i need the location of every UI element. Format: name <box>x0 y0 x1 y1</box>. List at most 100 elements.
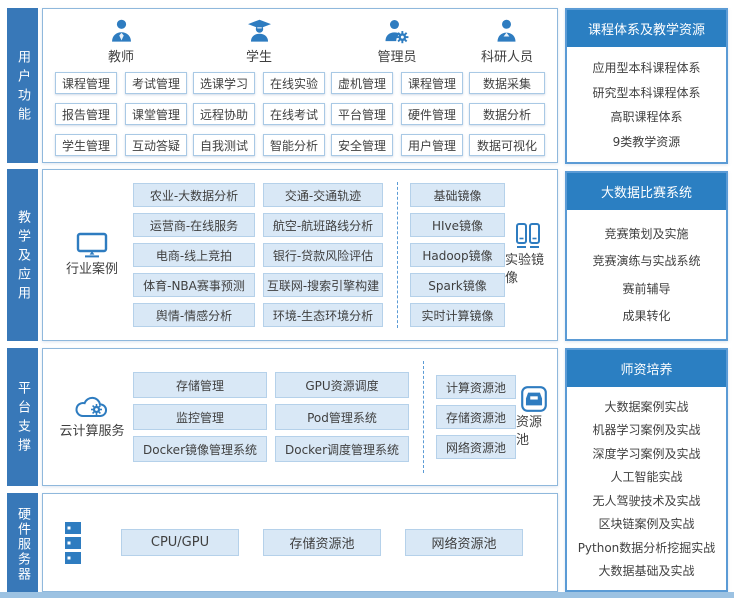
pool-button[interactable]: 计算资源池 <box>436 375 516 399</box>
user-group-label: 管理员 <box>377 50 417 65</box>
case-button[interactable]: 运营商-在线服务 <box>133 213 255 237</box>
service-button[interactable]: Docker镜像管理系统 <box>133 436 267 462</box>
section-user-functions: 用户功能 教师 课程管理 考试管理 报告管理 课堂管理 学生管理 互动答疑 <box>7 8 558 163</box>
feature-button[interactable]: 平台管理 <box>331 103 393 125</box>
user-group-label: 学生 <box>245 50 272 65</box>
feature-button[interactable]: 用户管理 <box>401 134 463 156</box>
panel-teacher-training: 师资培养 大数据案例实战 机器学习案例及实战 深度学习案例及实战 人工智能实战 … <box>565 348 728 592</box>
feature-button[interactable]: 选课学习 <box>193 72 255 94</box>
cloud-services-category: 云计算服务 <box>59 393 125 442</box>
image-button[interactable]: 实时计算镜像 <box>410 303 505 327</box>
case-button[interactable]: 电商-线上竞拍 <box>133 243 255 267</box>
panel-header: 课程体系及教学资源 <box>567 10 726 47</box>
panel-item: 研究型本科课程体系 <box>592 85 701 100</box>
cloud-gear-icon <box>73 393 111 423</box>
experiment-images-icon <box>513 222 543 252</box>
section-label-platform-support: 平台支撑 <box>7 348 38 486</box>
image-button[interactable]: Hadoop镜像 <box>410 243 505 267</box>
feature-button[interactable]: 考试管理 <box>125 72 187 94</box>
resource-pool-icon <box>519 384 549 414</box>
pool-button[interactable]: 网络资源池 <box>436 435 516 459</box>
feature-button[interactable]: 课程管理 <box>55 72 117 94</box>
hardware-servers-box: CPU/GPU 存储资源池 网络资源池 <box>42 493 558 592</box>
panel-header: 师资培养 <box>567 350 726 387</box>
feature-button[interactable]: 学生管理 <box>55 134 117 156</box>
panel-item: 竞赛演练与实战系统 <box>592 254 701 269</box>
feature-button[interactable]: 课堂管理 <box>125 103 187 125</box>
case-button[interactable]: 体育-NBA赛事预测 <box>133 273 255 297</box>
industry-cases-label: 行业案例 <box>65 261 118 277</box>
case-button[interactable]: 交通-交通轨迹 <box>263 183 383 207</box>
user-group-admin: 管理员 虚机管理 课程管理 平台管理 硬件管理 安全管理 用户管理 <box>331 18 463 162</box>
bottom-accent-bar <box>0 592 734 598</box>
section-label-user-functions: 用户功能 <box>7 8 38 163</box>
service-button[interactable]: GPU资源调度 <box>275 372 409 398</box>
service-button[interactable]: 监控管理 <box>133 404 267 430</box>
researcher-icon <box>493 18 520 45</box>
user-functions-box: 教师 课程管理 考试管理 报告管理 课堂管理 学生管理 互动答疑 学生 <box>42 8 558 163</box>
feature-button[interactable]: 硬件管理 <box>401 103 463 125</box>
resource-pool-label: 资源池 <box>516 414 543 448</box>
case-button[interactable]: 舆情-情感分析 <box>133 303 255 327</box>
monitor-icon <box>75 231 109 261</box>
panel-item: 深度学习案例及实战 <box>592 446 701 461</box>
industry-cases-category: 行业案例 <box>59 231 125 280</box>
section-label-hardware-servers: 硬件服务器 <box>7 493 38 592</box>
case-button[interactable]: 银行-贷款风险评估 <box>263 243 383 267</box>
service-button[interactable]: 存储管理 <box>133 372 267 398</box>
feature-button[interactable]: 数据可视化 <box>469 134 545 156</box>
feature-button[interactable]: 远程协助 <box>193 103 255 125</box>
image-button[interactable]: HIve镜像 <box>410 213 505 237</box>
case-button[interactable]: 互联网-搜索引擎构建 <box>263 273 383 297</box>
feature-button[interactable]: 自我测试 <box>193 134 255 156</box>
panel-item: 无人驾驶技术及实战 <box>592 493 701 508</box>
user-group-student: 学生 选课学习 在线实验 远程协助 在线考试 自我测试 智能分析 <box>193 18 325 162</box>
hardware-button[interactable]: 网络资源池 <box>405 529 523 556</box>
teacher-icon <box>108 18 135 45</box>
panel-item: 大数据基础及实战 <box>598 564 695 579</box>
panel-course-system: 课程体系及教学资源 应用型本科课程体系 研究型本科课程体系 高职课程体系 9类教… <box>565 8 728 164</box>
pool-button[interactable]: 存储资源池 <box>436 405 516 429</box>
panel-competition-system: 大数据比赛系统 竞赛策划及实施 竞赛演练与实战系统 赛前辅导 成果转化 <box>565 171 728 341</box>
platform-support-box: 云计算服务 存储管理 监控管理 Docker镜像管理系统 GPU资源调度 Pod… <box>42 348 558 486</box>
feature-button[interactable]: 虚机管理 <box>331 72 393 94</box>
case-button[interactable]: 环境-生态环境分析 <box>263 303 383 327</box>
panel-item: 竞赛策划及实施 <box>604 226 689 241</box>
panel-item: 高职课程体系 <box>610 110 683 125</box>
feature-button[interactable]: 数据采集 <box>469 72 545 94</box>
admin-icon <box>383 18 410 45</box>
feature-button[interactable]: 在线实验 <box>263 72 325 94</box>
panel-item: 成果转化 <box>622 309 671 324</box>
section-platform-support: 平台支撑 云计算服务 存储管理 监控管理 Docker镜像管理系统 GPU资源调… <box>7 348 558 486</box>
resource-pool-category: 资源池 <box>516 384 551 450</box>
panel-item: 机器学习案例及实战 <box>592 423 701 438</box>
teaching-application-box: 行业案例 农业-大数据分析 运营商-在线服务 电商-线上竞拍 体育-NBA赛事预… <box>42 169 558 341</box>
hardware-button[interactable]: 存储资源池 <box>263 529 381 556</box>
image-button[interactable]: 基础镜像 <box>410 183 505 207</box>
feature-button[interactable]: 数据分析 <box>469 103 545 125</box>
section-hardware-servers: 硬件服务器 CPU/GPU 存储资源池 网络资源池 <box>7 493 558 592</box>
feature-button[interactable]: 报告管理 <box>55 103 117 125</box>
dashed-divider <box>423 361 424 473</box>
panel-item: 区块链案例及实战 <box>598 517 695 532</box>
service-button[interactable]: Docker调度管理系统 <box>275 436 409 462</box>
image-button[interactable]: Spark镜像 <box>410 273 505 297</box>
panel-item: 大数据案例实战 <box>604 399 689 414</box>
user-group-researcher: 科研人员 数据采集 数据分析 数据可视化 <box>469 18 545 162</box>
feature-button[interactable]: 互动答疑 <box>125 134 187 156</box>
feature-button[interactable]: 课程管理 <box>401 72 463 94</box>
feature-button[interactable]: 在线考试 <box>263 103 325 125</box>
section-teaching-application: 教学及应用 行业案例 农业-大数据分析 运营商-在线服务 电商-线上竞拍 体育-… <box>7 169 558 341</box>
cloud-services-label: 云计算服务 <box>59 423 125 439</box>
case-button[interactable]: 农业-大数据分析 <box>133 183 255 207</box>
panel-item: 赛前辅导 <box>622 281 671 296</box>
case-button[interactable]: 航空-航班路线分析 <box>263 213 383 237</box>
panel-item: 应用型本科课程体系 <box>592 60 701 75</box>
feature-button[interactable]: 安全管理 <box>331 134 393 156</box>
panel-item: 人工智能实战 <box>610 470 683 485</box>
panel-header: 大数据比赛系统 <box>567 173 726 210</box>
hardware-button[interactable]: CPU/GPU <box>121 529 239 556</box>
user-group-label: 教师 <box>107 50 134 65</box>
service-button[interactable]: Pod管理系统 <box>275 404 409 430</box>
feature-button[interactable]: 智能分析 <box>263 134 325 156</box>
